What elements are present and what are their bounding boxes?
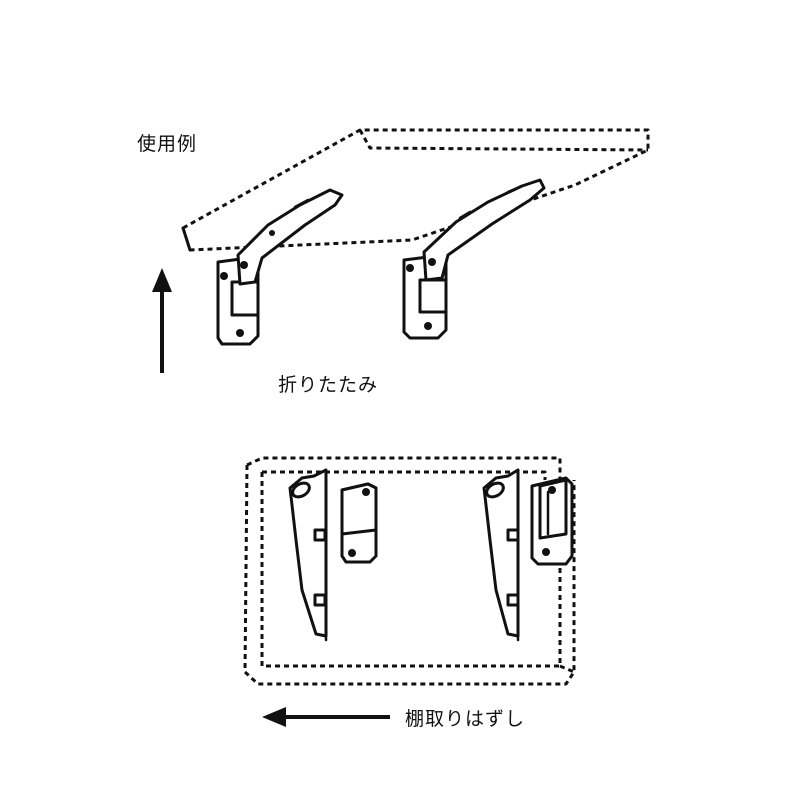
folding-bracket-left <box>216 188 344 346</box>
wall-plate-left <box>340 482 378 564</box>
folding-bracket-right <box>402 178 546 340</box>
shelf-outline-perspective <box>181 128 650 252</box>
shelf-removal-label: 棚取りはずし <box>405 708 526 730</box>
usage-example-label: 使用例 <box>137 133 198 155</box>
fold-up-arrow <box>152 268 172 373</box>
wall-plate-right <box>530 476 574 566</box>
fold-label: 折りたたみ <box>278 374 379 396</box>
detached-bracket-arm-left <box>288 468 328 642</box>
detached-bracket-arm-right <box>482 468 520 642</box>
shelf-outline-front <box>243 456 576 686</box>
remove-left-arrow <box>262 707 390 727</box>
